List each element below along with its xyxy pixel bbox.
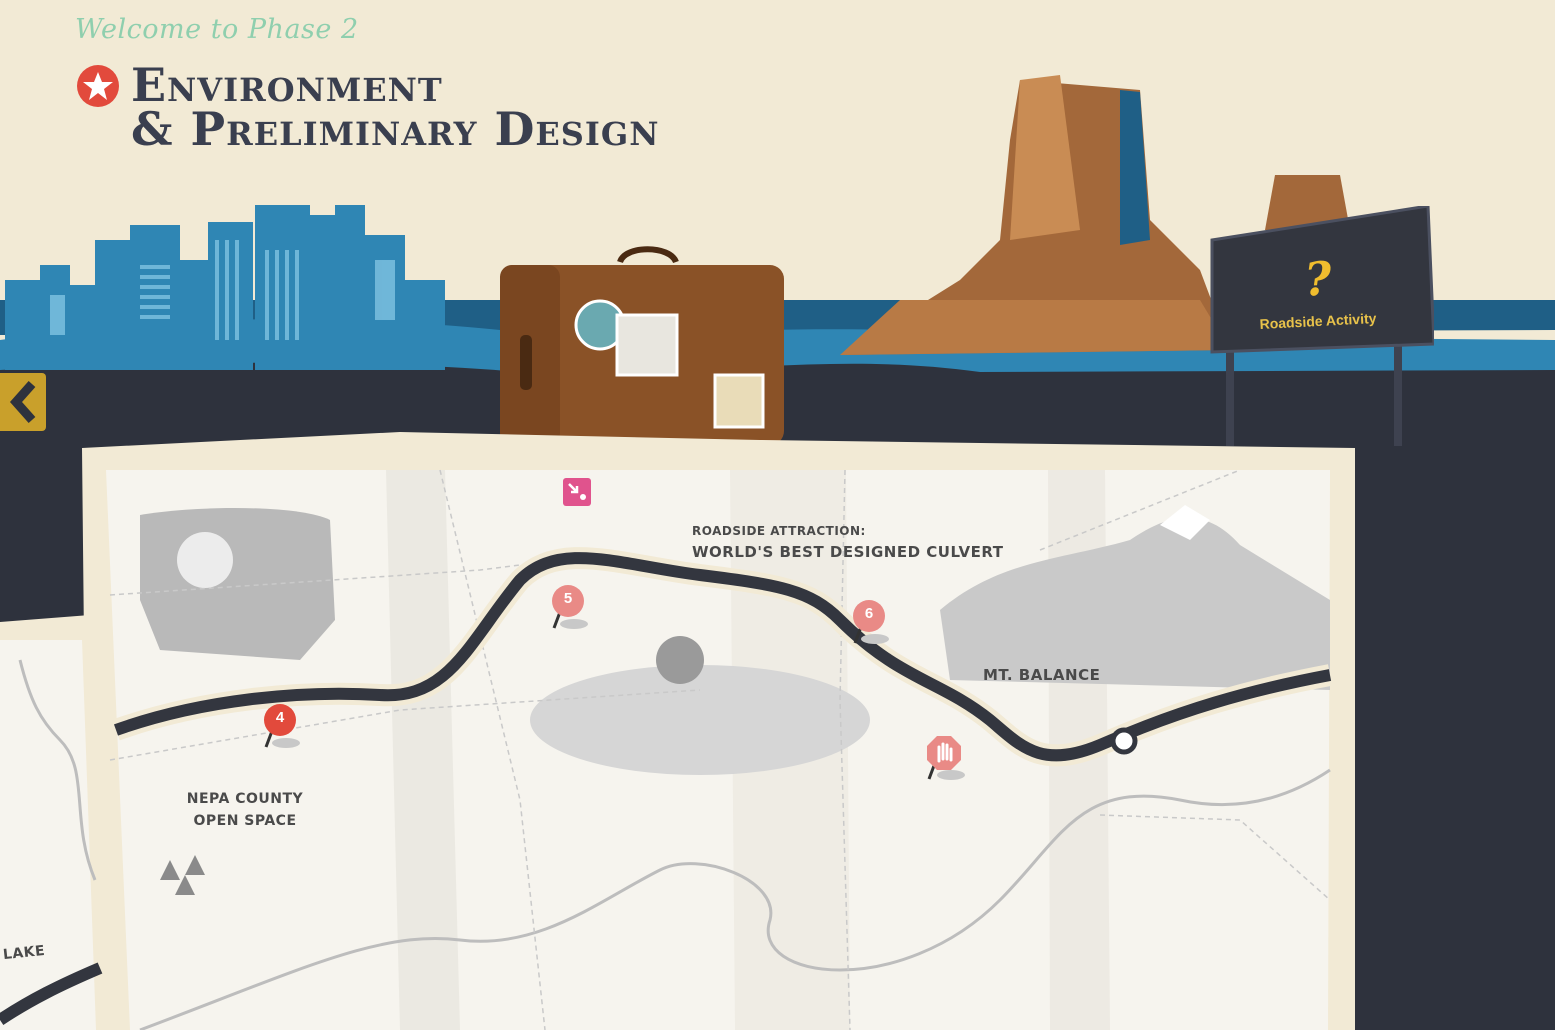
open-space-label-line-1: NEPA County	[186, 791, 304, 807]
open-space-label-line-2: Open Space	[193, 813, 297, 829]
welcome-phase-text: Welcome to Phase 2	[75, 14, 359, 45]
map-pin-icon	[552, 585, 588, 629]
stop-hand-icon	[927, 736, 965, 780]
back-button[interactable]	[0, 373, 46, 431]
chevron-left-icon	[9, 381, 36, 423]
roadside-attraction-kicker: Roadside Attraction:	[692, 524, 866, 538]
question-mark-icon: ?	[1303, 251, 1333, 307]
mountain-label: Mt. Balance	[983, 666, 1101, 684]
map-pin-icon	[264, 704, 300, 748]
pin-number: 5	[563, 590, 573, 607]
map-pin-5[interactable]: 5	[550, 584, 590, 632]
expand-map-button[interactable]	[563, 478, 591, 506]
roadside-activity-sign[interactable]	[1208, 206, 1434, 446]
map-pin-icon	[853, 600, 889, 644]
expand-arrow-icon	[568, 483, 586, 500]
thin-roads	[18, 659, 1331, 1030]
map-pin-4[interactable]: 4	[262, 703, 302, 751]
map-pin-6[interactable]: 6	[851, 599, 891, 647]
mesa-butte	[840, 75, 1350, 355]
secondary-route	[0, 962, 103, 1025]
star-icon	[77, 65, 119, 107]
page-title-line-1: Environment	[131, 58, 443, 112]
map-decor	[140, 505, 1330, 895]
suitcase	[500, 246, 784, 445]
pin-number: 6	[864, 605, 874, 622]
map-pin-stop[interactable]	[925, 735, 965, 783]
main-route-line	[113, 552, 1332, 762]
page-title-line-2: & Preliminary Design	[131, 102, 660, 156]
route-waypoint	[1110, 727, 1138, 755]
city-windows	[50, 240, 395, 340]
pin-number: 4	[275, 709, 285, 726]
roadside-attraction-name: World's Best Designed Culvert	[692, 543, 1004, 561]
